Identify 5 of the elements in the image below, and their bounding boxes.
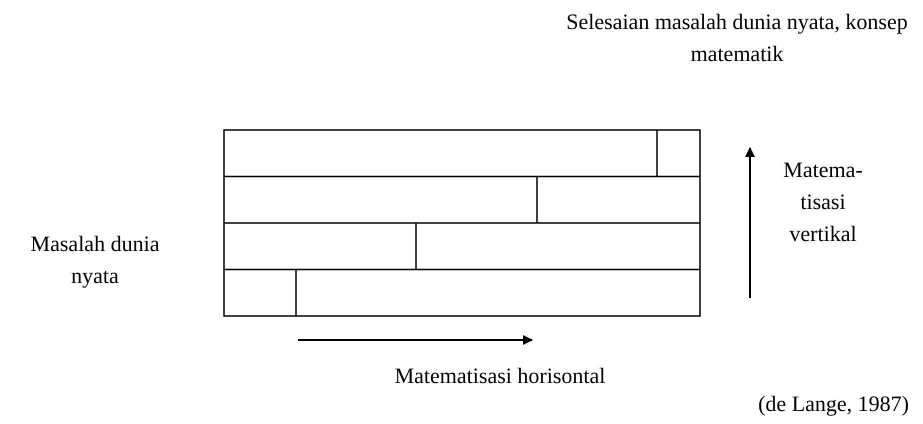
annotation-text: Masalah dunia nyata (30, 230, 160, 290)
annotation-text: Selesaian masalah dunia nyata, konsep matematik (565, 8, 909, 68)
annotation-text: Matema-tisasi vertikal (782, 156, 864, 248)
citation-caption: (de Lange, 1987) (758, 390, 909, 418)
axis-label: Matematisasi horisontal (394, 362, 606, 390)
